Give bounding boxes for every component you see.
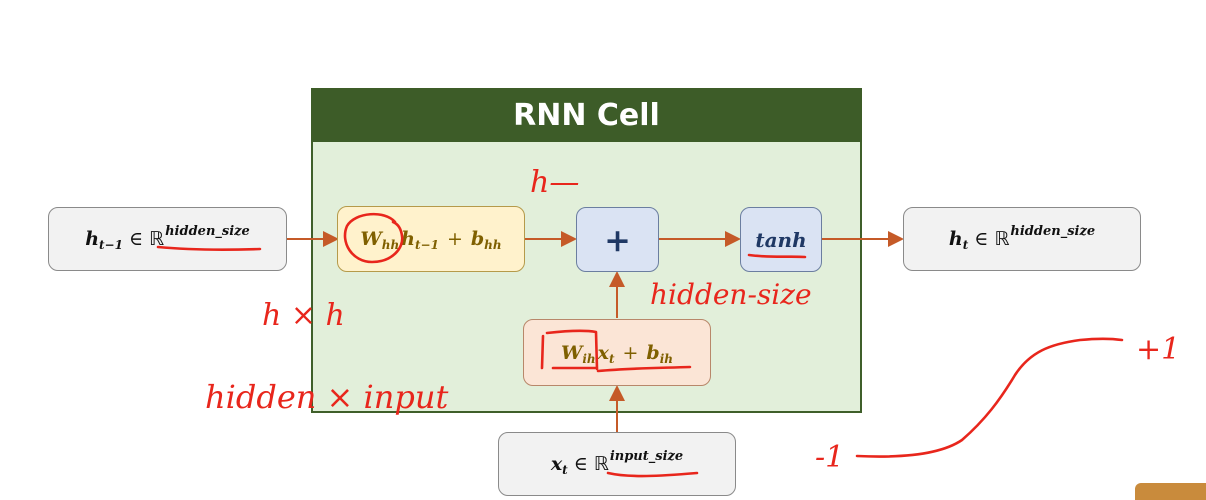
rnn-cell-title: RNN Cell (311, 88, 862, 142)
output-symbol: h (948, 228, 963, 250)
plus-icon: + (604, 220, 631, 259)
annotation-h-dash: h— (530, 165, 580, 200)
underline-tanh (747, 253, 807, 259)
element-of-symbol: ∈ (128, 228, 144, 250)
ih-weight-subscript: ih (582, 351, 596, 366)
prev-hidden-dimension: hidden_size (165, 223, 250, 239)
tanh-curve-sketch (855, 337, 1124, 458)
real-set-symbol: ℝ (149, 228, 165, 250)
hh-bias: b (470, 228, 485, 250)
prev-hidden-symbol: h (85, 228, 100, 250)
hh-variable: h (401, 228, 415, 250)
ih-weight: W (560, 341, 583, 364)
ih-plus: + (622, 341, 639, 364)
underline-ih-expr (596, 365, 692, 373)
ih-bias-subscript: ih (659, 351, 674, 366)
hh-variable-subscript: t−1 (415, 238, 439, 252)
output-subscript: t (962, 238, 969, 252)
annotation-hidden-x-input: hidden × input (205, 378, 449, 416)
ih-bias: b (646, 341, 660, 364)
input-subscript: t (562, 463, 568, 477)
annotation-h-x-h: h × h (262, 298, 345, 333)
underline-prev-hidden-dim (156, 245, 262, 251)
underline-input-dim (606, 471, 699, 478)
sum-node: + (576, 207, 659, 272)
prev-hidden-subscript: t−1 (99, 238, 123, 252)
tanh-node: tanh (740, 207, 822, 272)
element-of-symbol: ∈ (573, 453, 588, 475)
element-of-symbol: ∈ (974, 228, 989, 250)
corner-photo-fragment (1135, 483, 1206, 500)
input-symbol: x (550, 453, 563, 475)
real-set-symbol: ℝ (994, 228, 1010, 250)
ih-variable: x (597, 341, 609, 364)
annotation-hidden-size: hidden-size (650, 278, 812, 311)
real-set-symbol: ℝ (593, 453, 609, 475)
hh-plus: + (446, 228, 463, 250)
circle-w-hh (343, 212, 404, 264)
hh-weight-subscript: hh (381, 238, 400, 252)
box-w-ih (540, 329, 599, 371)
hh-bias-subscript: hh (484, 238, 502, 252)
output-dimension: hidden_size (1010, 223, 1096, 239)
annotation-plus-one: +1 (1136, 332, 1181, 367)
tanh-label: tanh (755, 227, 807, 252)
input-dimension: input_size (609, 448, 684, 464)
annotation-minus-one: -1 (815, 440, 845, 475)
hh-weight: W (360, 228, 382, 250)
ih-variable-subscript: t (608, 351, 615, 366)
